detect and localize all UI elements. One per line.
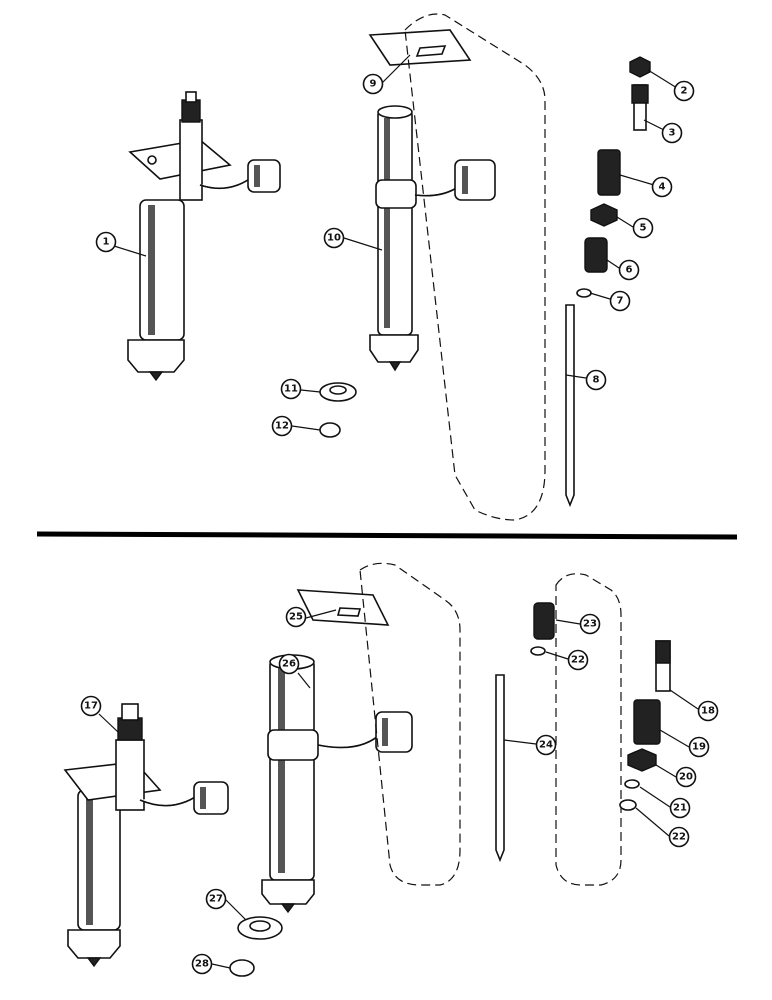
injector-assembly-10: [369, 105, 496, 372]
callout-2: 2: [673, 80, 695, 102]
svg-text:20: 20: [679, 772, 693, 783]
svg-text:27: 27: [209, 894, 223, 905]
callout-4: 4: [651, 176, 673, 198]
svg-text:21: 21: [673, 803, 687, 814]
svg-text:24: 24: [539, 740, 553, 751]
svg-text:4: 4: [659, 182, 666, 193]
callout-19: 19: [688, 736, 710, 758]
svg-text:1: 1: [103, 237, 110, 248]
callout-21: 21: [669, 797, 691, 819]
callout-26: 26: [278, 653, 300, 675]
needle-valve-24: [495, 674, 505, 863]
section-divider: [36, 531, 738, 540]
svg-text:18: 18: [701, 706, 715, 717]
callout-17: 17: [80, 695, 102, 717]
callout-12: 12: [271, 415, 293, 437]
washer-28: [229, 959, 255, 977]
fitting-4: [597, 149, 621, 196]
callout-9: 9: [362, 73, 384, 95]
svg-text:19: 19: [692, 742, 706, 753]
callout-11: 11: [280, 378, 302, 400]
callout-20: 20: [675, 766, 697, 788]
callout-8: 8: [585, 369, 607, 391]
callout-10: 10: [323, 227, 345, 249]
callout-3: 3: [661, 122, 683, 144]
spring-23: [533, 602, 555, 640]
spring-6: [584, 237, 608, 273]
svg-text:10: 10: [327, 233, 341, 244]
injector-assembly-26: [261, 654, 413, 914]
kit-boundary-bottom-left: [359, 562, 461, 886]
injector-assembly-1: [127, 91, 281, 382]
callout-7: 7: [609, 290, 631, 312]
clamp-9: [368, 29, 472, 66]
callout-1: 1: [95, 231, 117, 253]
svg-text:26: 26: [282, 659, 296, 670]
callout-5: 5: [632, 217, 654, 239]
svg-text:12: 12: [275, 421, 289, 432]
svg-text:25: 25: [289, 612, 303, 623]
svg-text:3: 3: [669, 128, 676, 139]
svg-text:9: 9: [370, 79, 377, 90]
callout-25: 25: [285, 606, 307, 628]
callout-28: 28: [191, 953, 213, 975]
svg-text:22: 22: [571, 655, 585, 666]
callout-18: 18: [697, 700, 719, 722]
callout-22-bottom: 22: [668, 826, 690, 848]
needle-valve-8: [565, 304, 575, 508]
svg-text:23: 23: [583, 619, 597, 630]
svg-text:5: 5: [640, 223, 647, 234]
washer-22-top: [530, 646, 546, 656]
fitting-19: [633, 699, 661, 745]
svg-text:8: 8: [593, 375, 600, 386]
washer-12: [319, 422, 341, 438]
washer-21: [624, 779, 640, 789]
svg-text:17: 17: [84, 701, 98, 712]
nut-5: [590, 203, 618, 227]
svg-text:11: 11: [284, 384, 298, 395]
kit-boundary-top: [404, 13, 546, 521]
svg-text:22: 22: [672, 832, 686, 843]
callout-23: 23: [579, 613, 601, 635]
callout-27: 27: [205, 888, 227, 910]
svg-text:28: 28: [195, 959, 209, 970]
clamp-25: [296, 589, 390, 626]
injector-assembly-17: [63, 703, 229, 968]
nut-20: [627, 748, 657, 772]
callout-22-top: 22: [567, 649, 589, 671]
svg-text:6: 6: [626, 265, 633, 276]
washer-22-bottom: [619, 799, 637, 811]
washer-7: [576, 288, 592, 298]
svg-text:7: 7: [617, 296, 624, 307]
svg-text:2: 2: [681, 86, 688, 97]
nut-2: [629, 56, 651, 78]
callout-6: 6: [618, 259, 640, 281]
callout-24: 24: [535, 734, 557, 756]
